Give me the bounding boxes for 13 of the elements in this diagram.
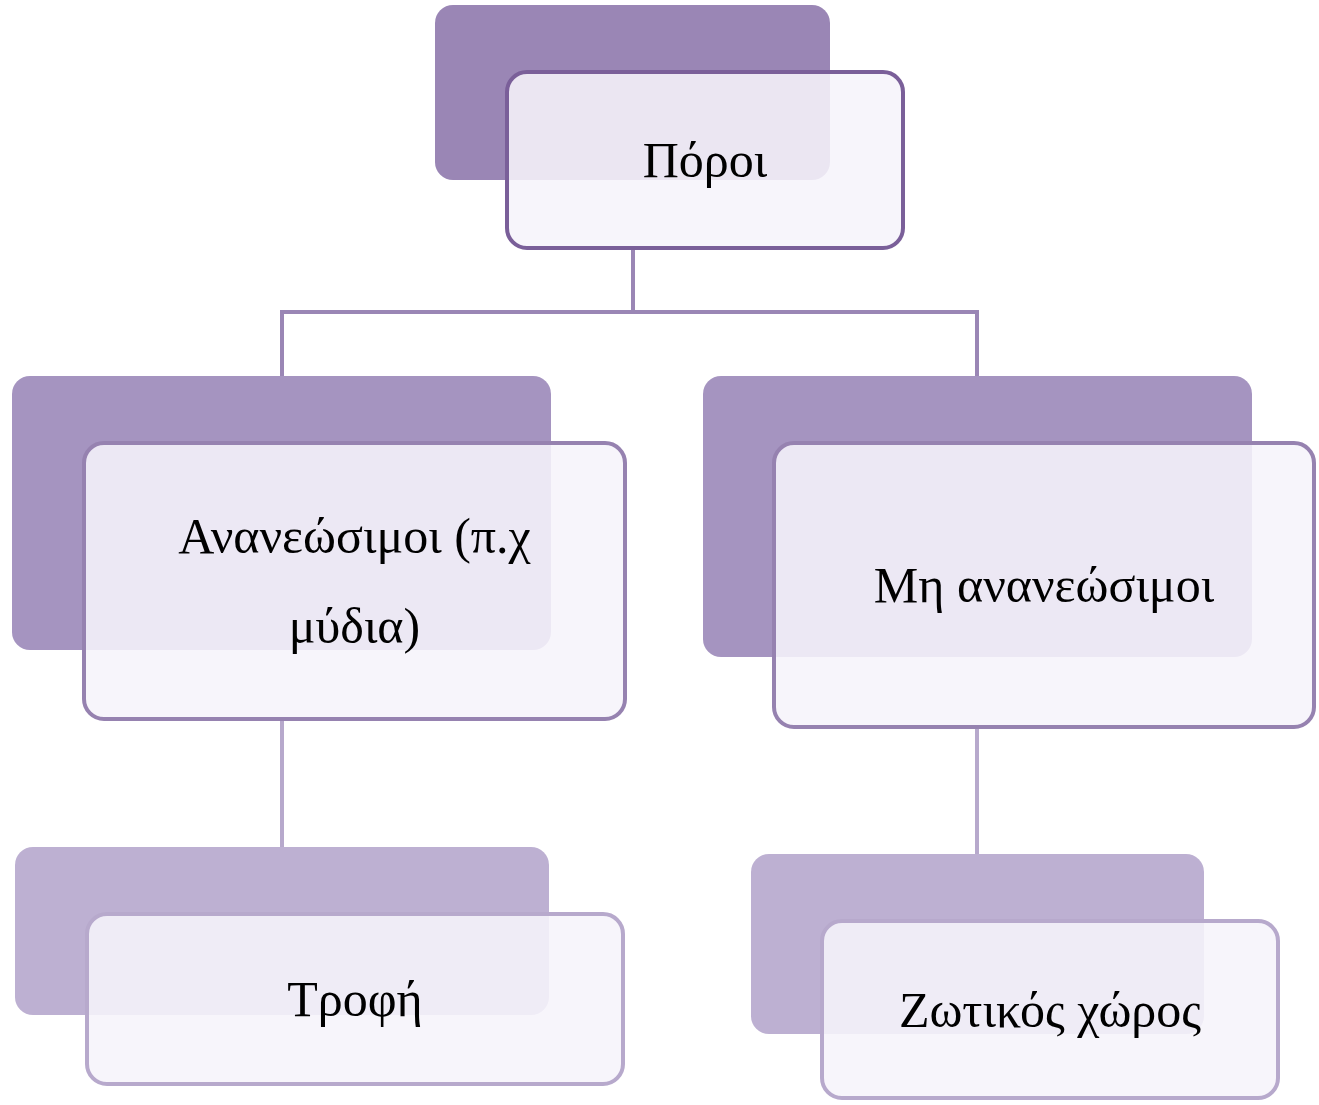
stacked-card	[703, 376, 1316, 729]
stacked-card	[435, 5, 905, 250]
stacked-card	[751, 854, 1280, 1100]
connector-line	[631, 250, 979, 376]
stacked-card	[15, 847, 625, 1086]
connector-line	[280, 721, 284, 847]
connector-line	[975, 729, 979, 854]
node-label: Πόροι	[642, 131, 768, 190]
node-label: Μη ανανεώσιμοι	[873, 556, 1215, 615]
node-label: Ζωτικός χώρος	[898, 980, 1202, 1040]
stacked-card	[12, 376, 627, 721]
node-label: Τροφή	[287, 970, 423, 1029]
node-label: Ανανεώσιμοι (π.χ μύδια)	[177, 507, 532, 656]
